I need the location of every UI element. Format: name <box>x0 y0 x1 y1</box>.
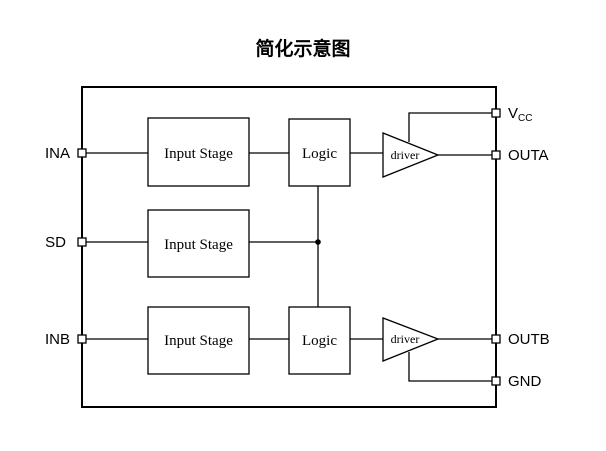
wire-driver-b-gnd <box>408 352 492 382</box>
logic-a-label: Logic <box>302 146 337 162</box>
pin-label-outa: OUTA <box>508 147 549 164</box>
pin-vcc <box>491 108 501 118</box>
wires <box>86 112 492 382</box>
input-stage-sd-label: Input Stage <box>164 237 233 253</box>
pin-ina <box>77 148 87 158</box>
input-stage-b-label: Input Stage <box>164 333 233 349</box>
pin-sd <box>77 237 87 247</box>
pin-gnd <box>491 376 501 386</box>
logic-b-box <box>288 306 351 375</box>
pin-outa <box>491 150 501 160</box>
pin-label-ina: INA <box>45 145 70 162</box>
junction-dot <box>315 239 321 245</box>
pin-label-vcc: VCC <box>508 105 532 124</box>
driver-a-triangle <box>382 132 440 178</box>
chip-outline <box>81 86 497 408</box>
input-stage-sd-box <box>147 209 250 278</box>
pin-label-outb: OUTB <box>508 331 550 348</box>
pin-label-gnd: GND <box>508 373 542 390</box>
pin-label-inb: INB <box>45 331 70 348</box>
logic-a-box <box>288 118 351 187</box>
logic-b-label: Logic <box>302 333 337 349</box>
wire-vcc-driver-a <box>408 112 492 142</box>
driver-a-label: driver <box>391 148 420 162</box>
input-stage-a-box <box>147 117 250 187</box>
pin-outb <box>491 334 501 344</box>
pin-label-vcc-sub: CC <box>518 113 532 124</box>
pin-label-vcc-main: V <box>508 105 518 122</box>
input-stage-b-box <box>147 306 250 375</box>
pin-label-sd: SD <box>45 234 66 251</box>
driver-b-triangle <box>382 317 440 362</box>
diagram-title: 简化示意图 <box>255 37 350 60</box>
driver-b-label: driver <box>391 332 420 346</box>
input-stage-a-label: Input Stage <box>164 146 233 162</box>
pin-inb <box>77 334 87 344</box>
